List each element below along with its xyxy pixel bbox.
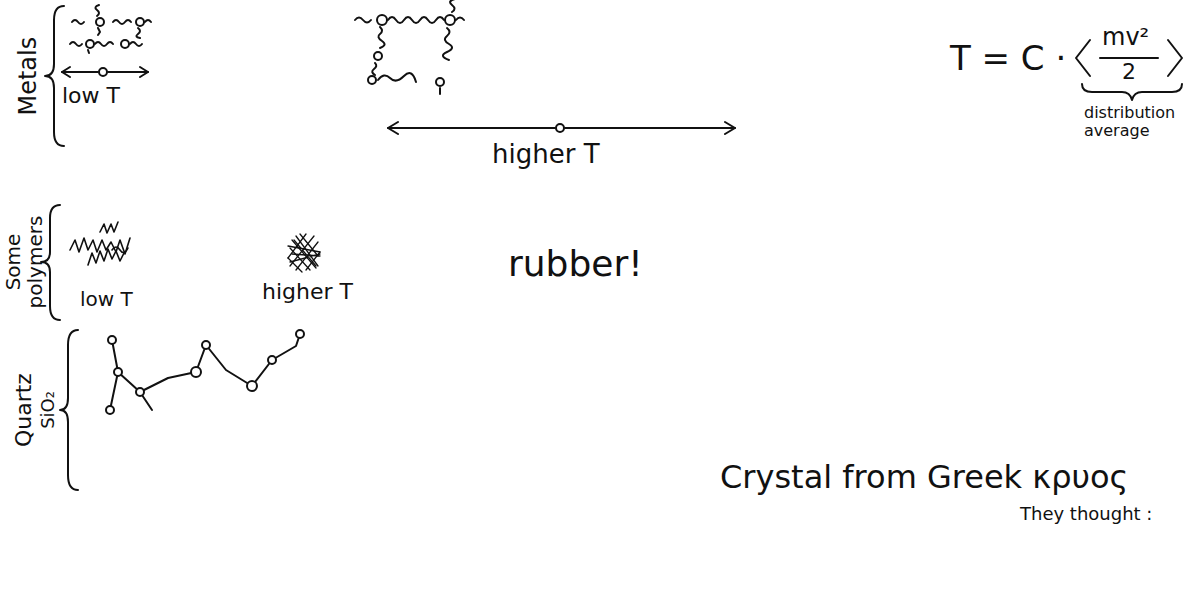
formula-text: T = C · [950, 40, 1066, 77]
state-label: low T [80, 288, 133, 310]
note-text: They thought : [1020, 504, 1152, 524]
atom-lattice [355, 0, 464, 94]
formula-note: distribution average [1084, 104, 1194, 139]
group-label: Some polymers [2, 202, 46, 322]
vibration-arrow [62, 67, 148, 77]
note-text: rubber! [508, 244, 643, 284]
group-label: Quartz [12, 373, 36, 447]
formula-text: 2 [1122, 60, 1136, 84]
group-label: SiO₂ [38, 391, 58, 429]
group-label: Metals [15, 37, 41, 116]
group-brace [60, 330, 78, 490]
state-label: higher T [492, 140, 600, 169]
atom-lattice [70, 5, 151, 53]
sio2-network [106, 330, 304, 414]
polymer-tangle [288, 234, 320, 272]
note-text: Crystal from Greek κρυος [720, 460, 1128, 495]
group-brace [45, 6, 64, 146]
polymer-chains [70, 222, 130, 265]
vibration-arrow [388, 122, 735, 134]
state-label: higher T [262, 280, 353, 304]
formula-text: mv² [1102, 24, 1149, 50]
state-label: low T [62, 84, 120, 108]
